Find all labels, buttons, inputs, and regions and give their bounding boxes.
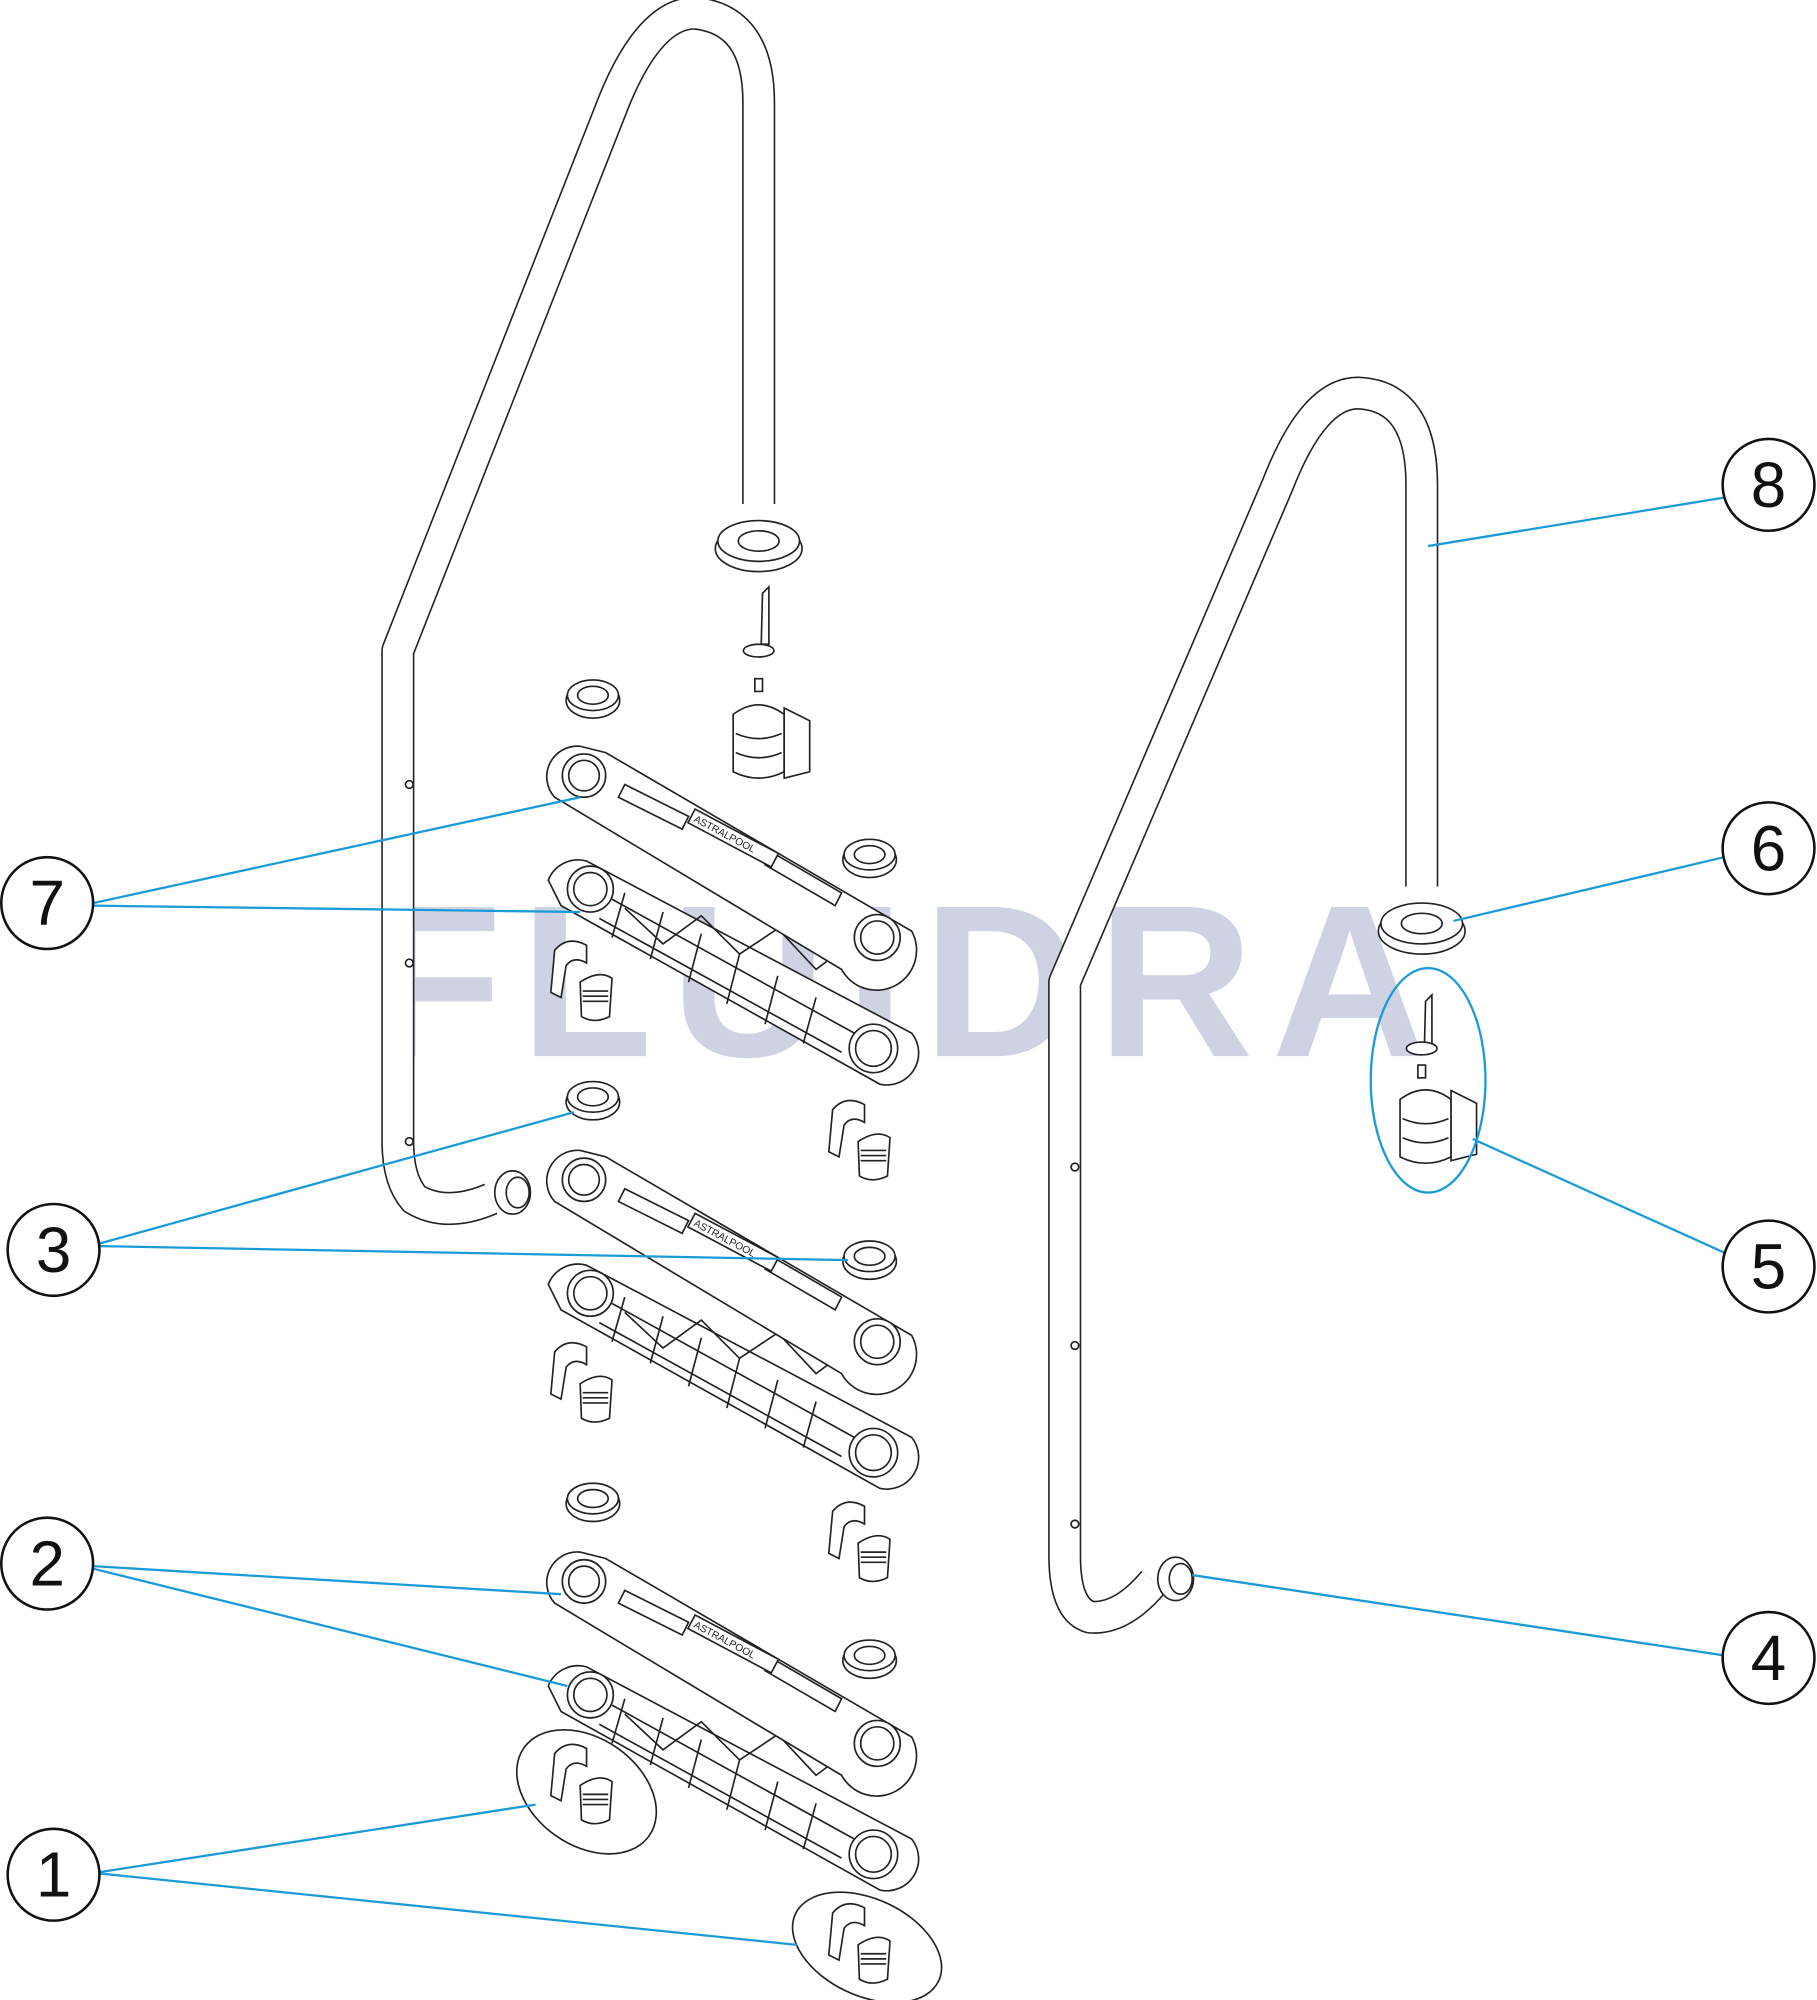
left-handrail: [381, 0, 776, 1226]
highlight-clip-left: [515, 1728, 658, 1855]
highlight-clip-right: [791, 1891, 943, 2000]
callout-number: 4: [1751, 1622, 1786, 1694]
washer-ring: [842, 838, 898, 879]
leader-lines: [92, 496, 1725, 1946]
step-clip: [550, 1743, 613, 1825]
callout-2: 2: [0, 1516, 95, 1611]
right-handrail: [1048, 376, 1439, 1634]
callout-number: 6: [1751, 812, 1786, 884]
callout-7: 7: [0, 855, 95, 951]
callout-3: 3: [6, 1202, 101, 1298]
callout-1: 1: [6, 1827, 101, 1922]
callout-4: 4: [1721, 1610, 1816, 1706]
washer-ring: [565, 1482, 621, 1523]
step-clip: [827, 1902, 891, 1984]
rail-end-cap-left: [493, 1170, 532, 1216]
anchor-assembly-left: [732, 584, 811, 780]
step-clip: [550, 1341, 613, 1423]
highlight-anchor-assembly: [1369, 966, 1487, 1194]
callout-number: 1: [36, 1839, 71, 1911]
callout-5: 5: [1721, 1219, 1816, 1314]
washer-ring: [842, 1240, 898, 1281]
callout-number: 7: [29, 867, 64, 939]
rail-end-cap-right: [1156, 1556, 1195, 1602]
escutcheon-right: [1377, 902, 1466, 955]
washer-ring: [565, 1080, 621, 1121]
washer-ring: [565, 679, 621, 720]
callout-number: 3: [36, 1214, 71, 1286]
escutcheon-left: [714, 519, 803, 573]
callout-8: 8: [1721, 437, 1816, 533]
anchor-assembly-right: [1399, 992, 1478, 1165]
step-clip: [827, 1099, 891, 1181]
step-clip: [827, 1501, 891, 1583]
callout-number: 5: [1751, 1230, 1786, 1302]
callout-number: 2: [29, 1528, 64, 1600]
callout-number: 8: [1751, 449, 1786, 521]
callout-6: 6: [1721, 801, 1816, 896]
washer-ring: [842, 1639, 898, 1680]
